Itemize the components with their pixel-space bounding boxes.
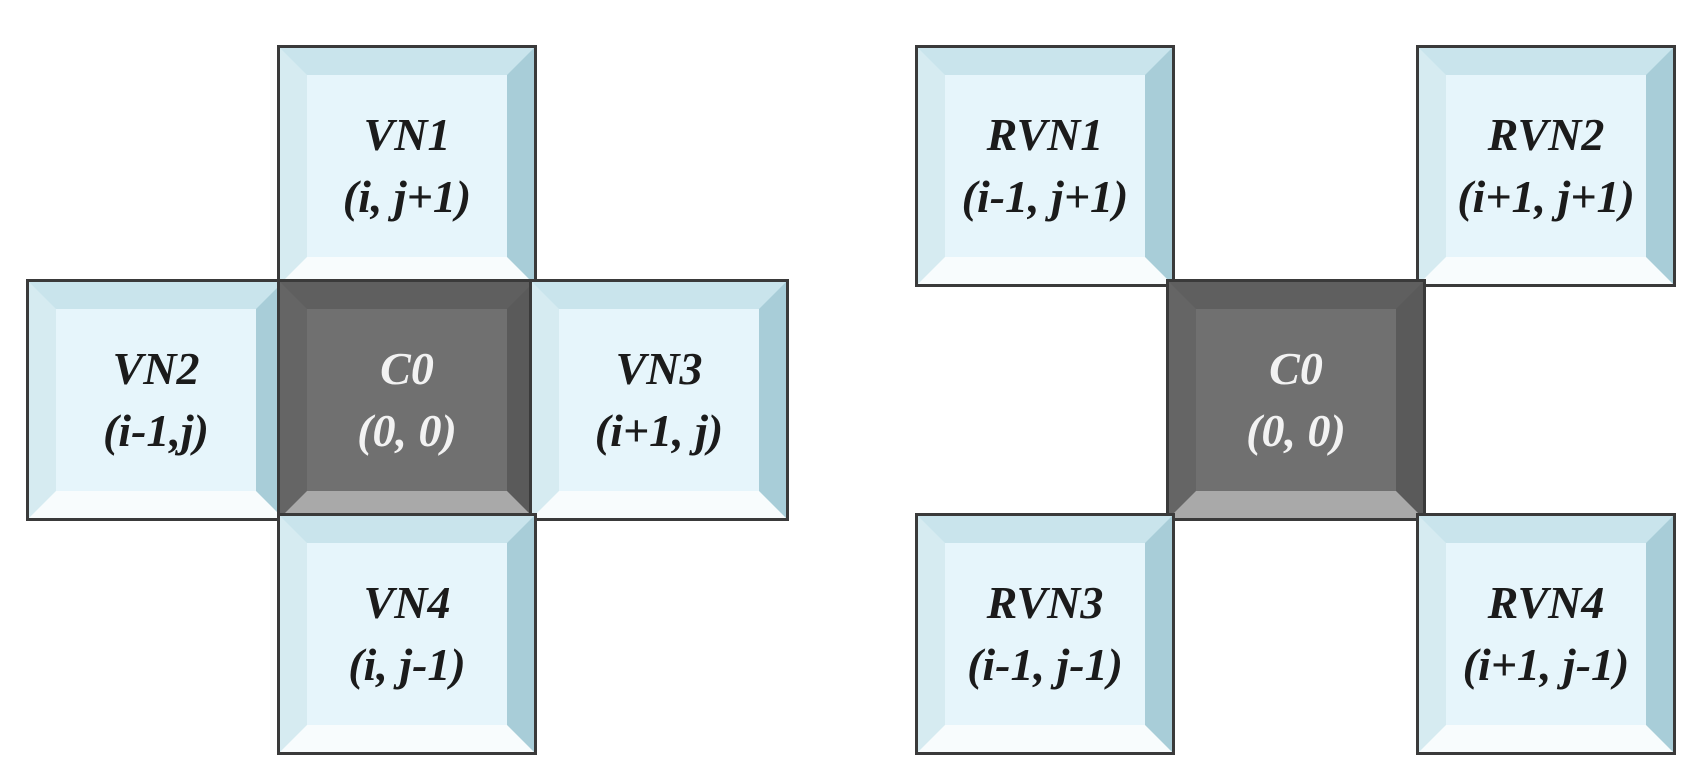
cell-c0-center: C0 (0, 0) <box>1166 279 1426 521</box>
cell-coordinate: (i-1, j+1) <box>961 171 1129 222</box>
cell-coordinate: (i-1,j) <box>102 405 209 456</box>
cell-rvn4: RVN4 (i+1, j-1) <box>1416 513 1676 755</box>
cell-label: VN3 <box>615 343 703 394</box>
cell-label: RVN1 <box>986 109 1104 160</box>
cell-vn1: VN1 (i, j+1) <box>277 45 537 287</box>
cell-rvn1: RVN1 (i-1, j+1) <box>915 45 1175 287</box>
cell-vn4: VN4 (i, j-1) <box>277 513 537 755</box>
cell-label: VN2 <box>112 343 200 394</box>
cell-vn2: VN2 (i-1,j) <box>26 279 286 521</box>
cell-coordinate: (i+1, j) <box>594 405 724 456</box>
cell-rvn2: RVN2 (i+1, j+1) <box>1416 45 1676 287</box>
cell-rvn3: RVN3 (i-1, j-1) <box>915 513 1175 755</box>
cell-label: VN4 <box>363 577 451 628</box>
cell-coordinate: (i, j-1) <box>348 639 466 690</box>
cell-coordinate: (0, 0) <box>357 405 457 456</box>
cell-coordinate: (i+1, j-1) <box>1462 639 1630 690</box>
cell-label: RVN3 <box>986 577 1104 628</box>
cell-coordinate: (i+1, j+1) <box>1457 171 1635 222</box>
cell-vn3: VN3 (i+1, j) <box>529 279 789 521</box>
cell-c0-center: C0 (0, 0) <box>277 279 537 521</box>
cell-label: C0 <box>380 343 434 394</box>
cell-coordinate: (i-1, j-1) <box>967 639 1123 690</box>
cell-label: RVN4 <box>1487 577 1605 628</box>
cell-label: VN1 <box>363 109 451 160</box>
cell-label: C0 <box>1269 343 1323 394</box>
cell-coordinate: (i, j+1) <box>342 171 472 222</box>
cell-label: RVN2 <box>1487 109 1605 160</box>
cell-coordinate: (0, 0) <box>1246 405 1346 456</box>
